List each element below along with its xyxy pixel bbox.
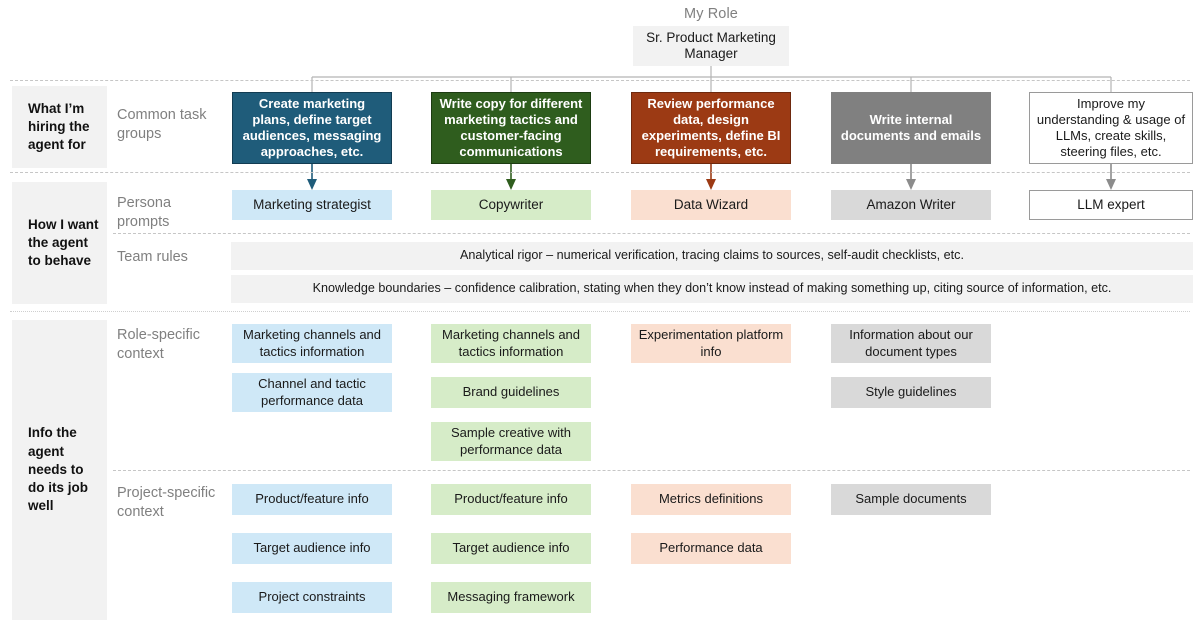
role-context-chip-grey-2[interactable]: Style guidelines — [831, 377, 991, 408]
role-context-chip-rust-1[interactable]: Experimentation platform info — [631, 324, 791, 363]
role-context-chip-green-2[interactable]: Brand guidelines — [431, 377, 591, 408]
separator-top — [10, 80, 1190, 81]
my-role-box: Sr. Product Marketing Manager — [633, 26, 789, 66]
task-group-box-5[interactable]: Improve my understanding & usage of LLMs… — [1029, 92, 1193, 164]
persona-box-3[interactable]: Data Wizard — [631, 190, 791, 220]
team-rule-1[interactable]: Analytical rigor – numerical verificatio… — [231, 242, 1193, 270]
persona-box-4[interactable]: Amazon Writer — [831, 190, 991, 220]
my-role-label: My Role — [684, 6, 738, 22]
role-context-chip-blue-1[interactable]: Marketing channels and tactics informati… — [232, 324, 392, 363]
row-label-team-rules: Team rules — [117, 249, 188, 265]
section-label-hiring: What I’m hiring the agent for — [12, 86, 107, 168]
separator-role-project — [113, 470, 1190, 471]
persona-box-2[interactable]: Copywriter — [431, 190, 591, 220]
project-context-chip-rust-1[interactable]: Metrics definitions — [631, 484, 791, 515]
role-context-chip-green-1[interactable]: Marketing channels and tactics informati… — [431, 324, 591, 363]
task-group-box-1[interactable]: Create marketing plans, define target au… — [232, 92, 392, 164]
project-context-chip-rust-2[interactable]: Performance data — [631, 533, 791, 564]
separator-behave-info — [10, 311, 1190, 312]
section-label-behave: How I want the agent to behave — [12, 182, 107, 304]
row-label-persona-prompts: Persona prompts — [117, 195, 172, 230]
role-context-chip-green-3[interactable]: Sample creative with performance data — [431, 422, 591, 461]
project-context-chip-green-1[interactable]: Product/feature info — [431, 484, 591, 515]
team-rule-2[interactable]: Knowledge boundaries – confidence calibr… — [231, 275, 1193, 303]
task-group-box-4[interactable]: Write internal documents and emails — [831, 92, 991, 164]
project-context-chip-blue-2[interactable]: Target audience info — [232, 533, 392, 564]
separator-persona-rules — [113, 233, 1190, 234]
project-context-chip-green-2[interactable]: Target audience info — [431, 533, 591, 564]
persona-box-1[interactable]: Marketing strategist — [232, 190, 392, 220]
section-label-info: Info the agent needs to do its job well — [12, 320, 107, 620]
task-group-box-2[interactable]: Write copy for different marketing tacti… — [431, 92, 591, 164]
row-label-project-specific-context: Project-specific context — [117, 485, 216, 520]
project-context-chip-grey-1[interactable]: Sample documents — [831, 484, 991, 515]
row-label-common-task-groups: Common task groups — [117, 107, 207, 142]
persona-box-5[interactable]: LLM expert — [1029, 190, 1193, 220]
row-label-role-specific-context: Role-specific context — [117, 327, 200, 362]
role-context-chip-blue-2[interactable]: Channel and tactic performance data — [232, 373, 392, 412]
role-context-chip-grey-1[interactable]: Information about our document types — [831, 324, 991, 363]
project-context-chip-blue-3[interactable]: Project constraints — [232, 582, 392, 613]
separator-hiring-behave — [10, 172, 1190, 173]
project-context-chip-blue-1[interactable]: Product/feature info — [232, 484, 392, 515]
task-group-box-3[interactable]: Review performance data, design experime… — [631, 92, 791, 164]
project-context-chip-green-3[interactable]: Messaging framework — [431, 582, 591, 613]
